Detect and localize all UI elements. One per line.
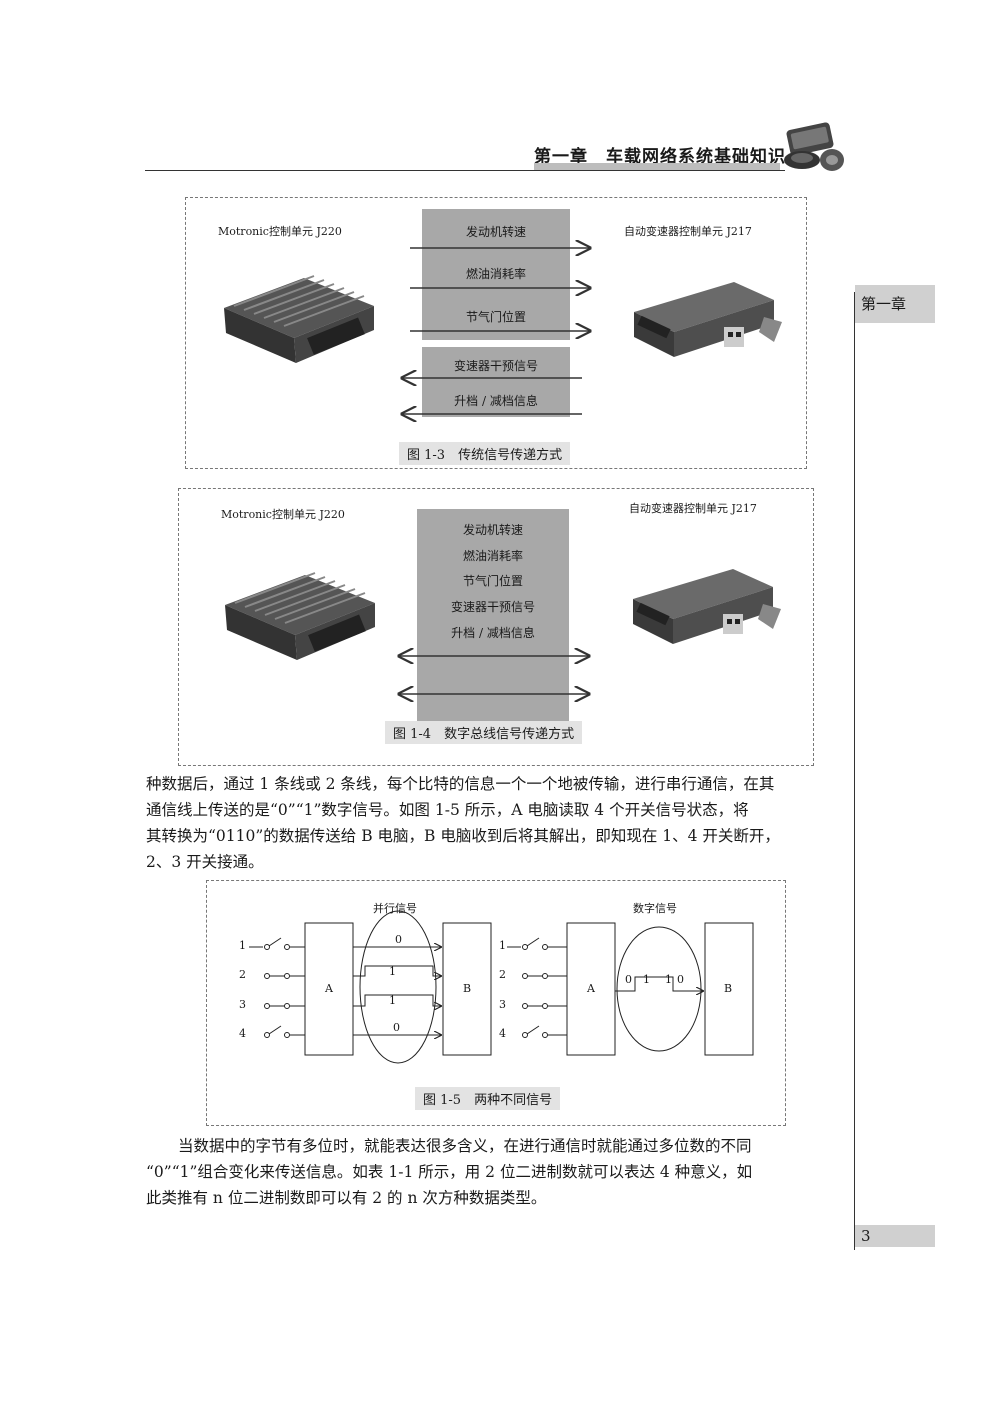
figure-1-5: 并行信号 数字信号 bbox=[206, 880, 786, 1126]
fig15-switch-4-label: 4 bbox=[499, 1027, 506, 1040]
fig15-parallel-bit: 0 bbox=[395, 933, 402, 946]
fig15-switch-3-label: 3 bbox=[239, 998, 246, 1011]
fig13-right-unit-label: 自动变速器控制单元 J217 bbox=[624, 225, 752, 238]
fig15-parallel-bit: 0 bbox=[393, 1021, 400, 1034]
fig15-serial-bit: 0 bbox=[625, 973, 632, 986]
figure-1-4: Motronic控制单元 J220 自动变速器控制单元 J217 发动机转速 bbox=[178, 488, 814, 766]
fig15-diagram bbox=[249, 910, 754, 1064]
fig14-right-unit-label: 自动变速器控制单元 J217 bbox=[629, 502, 757, 515]
fig13-signal-band-top bbox=[422, 209, 570, 340]
fig13-left-unit-label: Motronic控制单元 J220 bbox=[218, 225, 342, 238]
fig15-switch-1-label: 1 bbox=[499, 939, 506, 952]
fig13-signal-throttle: 节气门位置 bbox=[465, 310, 526, 324]
fig15-parallel-bit: 1 bbox=[389, 965, 396, 978]
margin-rule bbox=[854, 292, 855, 1250]
header-car-parts-image bbox=[780, 120, 850, 175]
fig13-caption: 图 1-3 传统信号传递方式 bbox=[399, 442, 571, 465]
fig14-signal-engine-speed: 发动机转速 bbox=[462, 523, 523, 537]
body-paragraph-2: 当数据中的字节有多位时，就能表达很多含义，在进行通信时就能通过多位数的不同 “0… bbox=[146, 1133, 846, 1211]
fig15-switch-2-label: 2 bbox=[239, 968, 246, 981]
fig15-switch-4-label: 4 bbox=[239, 1027, 246, 1040]
fig15-parallel-label: 并行信号 bbox=[373, 902, 417, 915]
fig15-serial-bit: 0 bbox=[677, 973, 684, 986]
chapter-side-tab: 第一章 bbox=[855, 285, 935, 323]
paragraph-2-line: “0”“1”组合变化来传送信息。如表 1-1 所示，用 2 位二进制数就可以表达… bbox=[146, 1163, 753, 1181]
fig14-left-unit-label: Motronic控制单元 J220 bbox=[221, 508, 345, 521]
header-rule bbox=[145, 170, 785, 171]
fig15-digital-label: 数字信号 bbox=[633, 902, 677, 915]
fig13-signal-fuel-rate: 燃油消耗率 bbox=[465, 267, 526, 281]
fig15-switch-2-label: 2 bbox=[499, 968, 506, 981]
fig14-caption: 图 1-4 数字总线信号传递方式 bbox=[385, 721, 583, 744]
fig15-switch-1-label: 1 bbox=[239, 939, 246, 952]
fig15-serial-bit: 1 bbox=[665, 973, 672, 986]
fig14-signal-transmission: 变速器干预信号 bbox=[450, 600, 535, 614]
fig15-parallel-bit: 1 bbox=[389, 994, 396, 1007]
fig13-ecu-j220-image bbox=[214, 268, 384, 372]
paragraph-1-line: 种数据后，通过 1 条线或 2 条线，每个比特的信息一个一个地被传输，进行串行通… bbox=[146, 775, 775, 793]
fig15-caption: 图 1-5 两种不同信号 bbox=[415, 1087, 561, 1110]
paragraph-2-line: 此类推有 n 位二进制数即可以有 2 的 n 次方种数据类型。 bbox=[146, 1189, 547, 1207]
fig15-switch-3-label: 3 bbox=[499, 998, 506, 1011]
chapter-header-title: 第一章 车载网络系统基础知识 bbox=[534, 147, 786, 167]
fig13-arrows bbox=[396, 198, 596, 438]
fig14-ecu-j217-image bbox=[623, 559, 783, 663]
header-band bbox=[534, 163, 780, 171]
fig13-signal-transmission: 变速器干预信号 bbox=[453, 359, 538, 373]
paragraph-2-line: 当数据中的字节有多位时，就能表达很多含义，在进行通信时就能通过多位数的不同 bbox=[178, 1137, 752, 1155]
page-number: 3 bbox=[855, 1225, 935, 1247]
paragraph-1-line: 通信线上传送的是“0”“1”数字信号。如图 1-5 所示，A 电脑读取 4 个开… bbox=[146, 801, 749, 819]
fig14-signal-fuel-rate: 燃油消耗率 bbox=[462, 549, 523, 563]
fig13-signal-engine-speed: 发动机转速 bbox=[465, 225, 526, 239]
fig13-ecu-j217-image bbox=[624, 272, 784, 376]
fig14-bus-lines bbox=[391, 639, 601, 709]
fig14-signal-shift: 升档 / 减档信息 bbox=[451, 626, 535, 640]
fig15-unit-a-label: A bbox=[587, 982, 595, 995]
fig15-unit-a-label: A bbox=[325, 982, 333, 995]
fig13-signal-shift: 升档 / 减档信息 bbox=[454, 394, 538, 408]
fig13-signal-band-bottom bbox=[422, 347, 570, 417]
body-paragraph-1: 种数据后，通过 1 条线或 2 条线，每个比特的信息一个一个地被传输，进行串行通… bbox=[146, 771, 846, 875]
fig14-ecu-j220-image bbox=[215, 565, 385, 669]
fig15-unit-b-label: B bbox=[463, 982, 472, 995]
figure-1-3: Motronic控制单元 J220 自动变速器控制单元 J217 bbox=[185, 197, 807, 469]
fig15-serial-bit: 1 bbox=[643, 973, 650, 986]
paragraph-1-line: 2、3 开关接通。 bbox=[146, 853, 264, 871]
fig14-signal-throttle: 节气门位置 bbox=[462, 574, 523, 588]
paragraph-1-line: 其转换为“0110”的数据传送给 B 电脑，B 电脑收到后将其解出，即知现在 1… bbox=[146, 827, 780, 845]
fig15-unit-b-label: B bbox=[724, 982, 733, 995]
